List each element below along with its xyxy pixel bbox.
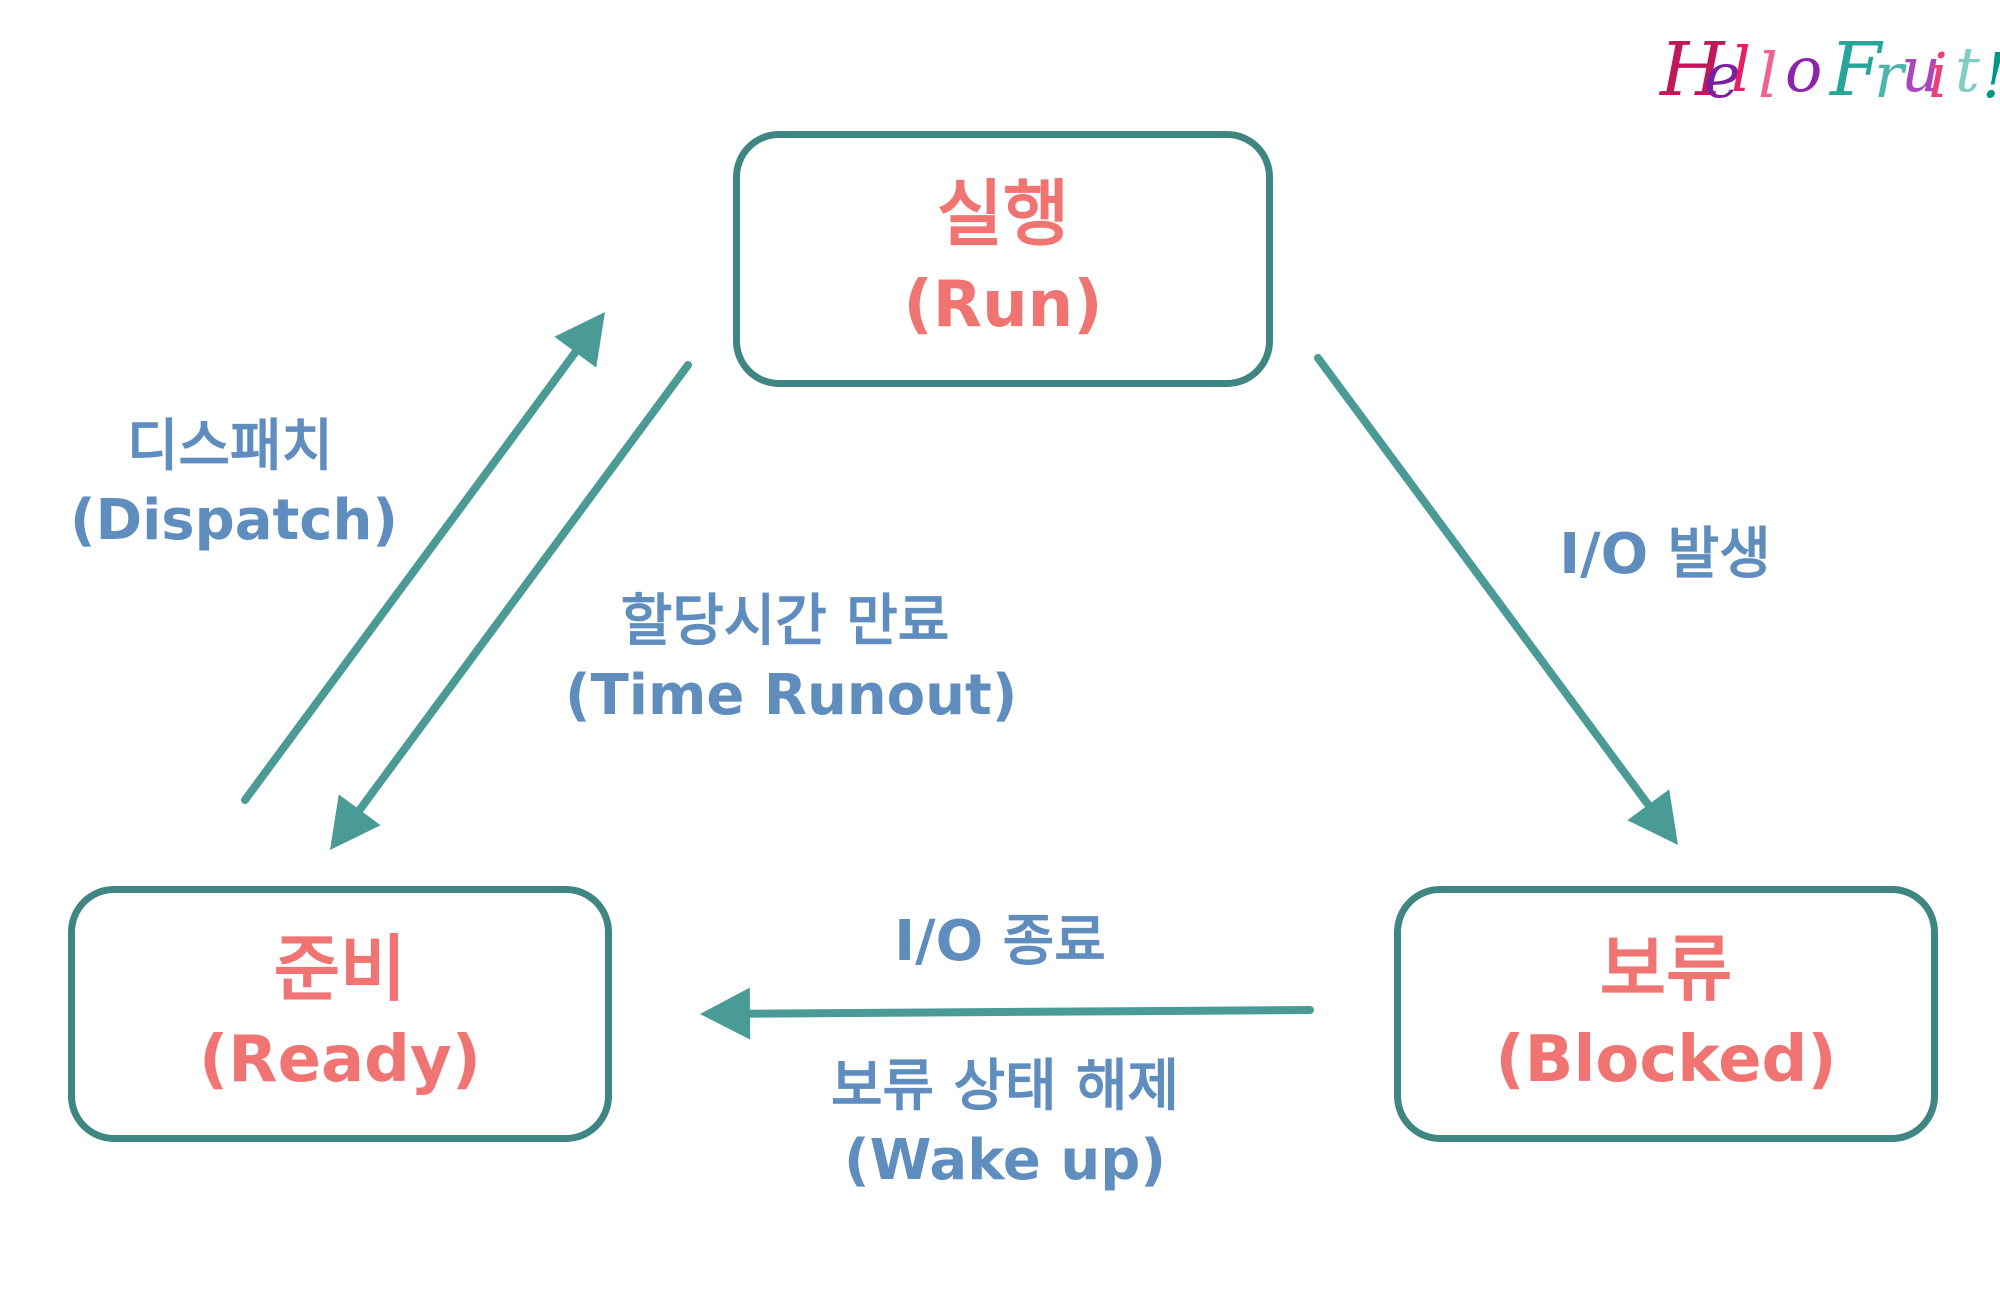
state-ready-box: 준비 (Ready): [68, 886, 612, 1142]
arrow-time-runout-shaft: [353, 361, 692, 817]
arrow-io-end-head: [700, 987, 751, 1040]
arrow-io-occur-shaft: [1314, 354, 1655, 813]
state-run-box: 실행 (Run): [733, 131, 1273, 387]
state-run-label-ko: 실행: [936, 172, 1070, 256]
state-run-label-en: (Run): [903, 268, 1103, 342]
dispatch-ko: 디스패치: [126, 414, 334, 479]
transition-dispatch-label: 디스패치 (Dispatch): [70, 410, 398, 558]
arrow-time-runout-head: [330, 794, 381, 850]
time-runout-en: (Time Runout): [565, 663, 1018, 728]
arrow-dispatch-shaft: [241, 345, 582, 804]
arrow-io-occur-head: [1627, 789, 1678, 845]
wake-up-en: (Wake up): [844, 1128, 1166, 1193]
arrow-io-end: [700, 987, 1314, 1040]
arrow-io-end-shaft: [741, 1006, 1314, 1018]
state-ready-label-en: (Ready): [199, 1023, 481, 1097]
arrow-dispatch: [241, 312, 605, 804]
state-blocked-label-ko: 보류: [1599, 927, 1733, 1011]
transition-wake-up-label: 보류 상태 해제 (Wake up): [780, 1050, 1230, 1198]
arrow-time-runout: [330, 361, 692, 850]
arrow-dispatch-head: [554, 312, 605, 368]
state-blocked-label-en: (Blocked): [1495, 1023, 1837, 1097]
state-ready-label-ko: 준비: [273, 927, 407, 1011]
time-runout-ko: 할당시간 만료: [620, 589, 950, 654]
io-end-ko: I/O 종료: [894, 909, 1106, 974]
dispatch-en: (Dispatch): [70, 488, 398, 553]
transition-io-occur-label: I/O 발생: [1520, 518, 1810, 592]
io-occur-ko: I/O 발생: [1559, 522, 1771, 587]
transition-io-end-label: I/O 종료: [850, 905, 1150, 979]
arrow-io-occur: [1314, 354, 1678, 845]
transition-time-runout-label: 할당시간 만료 (Time Runout): [565, 585, 1018, 733]
wake-up-ko: 보류 상태 해제: [830, 1054, 1180, 1119]
state-blocked-box: 보류 (Blocked): [1394, 886, 1938, 1142]
